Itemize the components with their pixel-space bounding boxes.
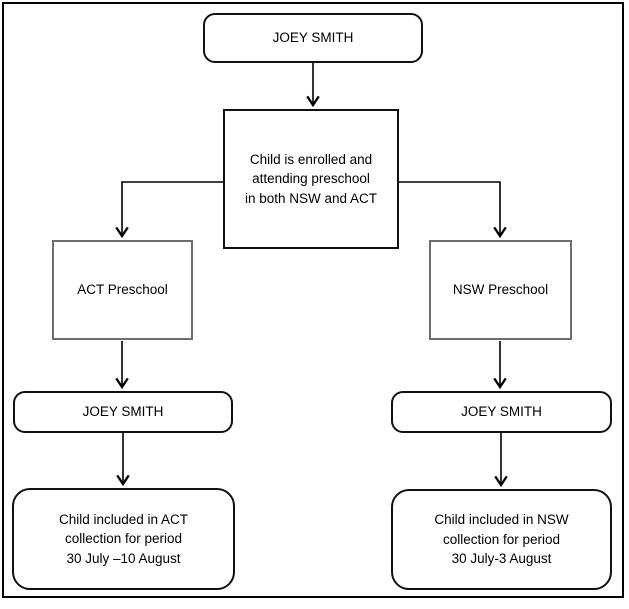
node-joey-smith-act-label: JOEY SMITH bbox=[82, 404, 164, 420]
node-act-collection-result: Child included in ACT collection for per… bbox=[12, 488, 235, 590]
node-act-collection-result-label: Child included in ACT collection for per… bbox=[58, 511, 189, 566]
node-joey-smith-act: JOEY SMITH bbox=[13, 391, 233, 433]
edge-enrolment-nswpreschool bbox=[399, 181, 507, 239]
node-joey-smith-top: JOEY SMITH bbox=[203, 13, 423, 63]
node-nsw-preschool-label: NSW Preschool bbox=[452, 282, 549, 298]
edge-enrolment-actpreschool bbox=[115, 181, 223, 239]
node-enrolment-condition-label: Child is enrolled and attending preschoo… bbox=[244, 151, 378, 206]
node-nsw-collection-result: Child included in NSW collection for per… bbox=[391, 489, 612, 590]
node-joey-smith-nsw-label: JOEY SMITH bbox=[461, 404, 542, 420]
node-act-preschool-label: ACT Preschool bbox=[77, 282, 168, 298]
node-nsw-preschool: NSW Preschool bbox=[429, 240, 572, 340]
node-act-preschool: ACT Preschool bbox=[52, 240, 193, 340]
node-joey-smith-top-label: JOEY SMITH bbox=[272, 30, 354, 46]
node-enrolment-condition: Child is enrolled and attending preschoo… bbox=[223, 109, 399, 249]
node-nsw-collection-result-label: Child included in NSW collection for per… bbox=[434, 512, 569, 567]
node-joey-smith-nsw: JOEY SMITH bbox=[391, 391, 612, 433]
outer-frame bbox=[2, 2, 624, 598]
